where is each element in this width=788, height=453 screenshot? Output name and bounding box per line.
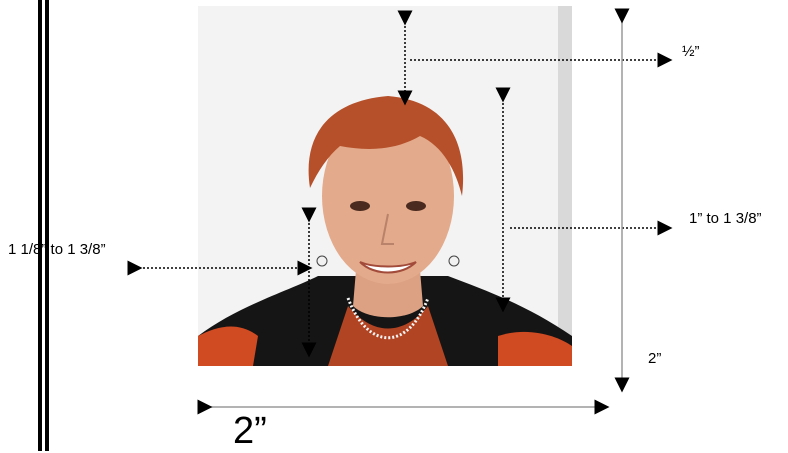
top-margin-label: ½” [682, 43, 700, 60]
photo-edge [558, 6, 572, 366]
jacket-lapel-left [198, 326, 258, 366]
photo-height-label: 2” [648, 350, 662, 367]
jacket-shape [198, 276, 572, 366]
left-border-bar [45, 0, 49, 451]
portrait-illustration [198, 96, 572, 366]
eye-height-label: 1 1/8” to 1 3/8” [8, 241, 106, 258]
eye-right [406, 201, 426, 211]
nose [380, 213, 394, 245]
eye-left [350, 201, 370, 211]
face [322, 108, 454, 284]
shirt [328, 306, 448, 366]
earring-left [316, 255, 328, 267]
hair [308, 96, 464, 196]
photo-width-label: 2” [233, 410, 267, 452]
necklace [346, 297, 430, 340]
head-height-label: 1” to 1 3/8” [689, 210, 762, 227]
earring-right [448, 255, 460, 267]
smile [359, 261, 417, 274]
left-border-bar [38, 0, 42, 451]
jacket-lapel-right [498, 331, 572, 366]
